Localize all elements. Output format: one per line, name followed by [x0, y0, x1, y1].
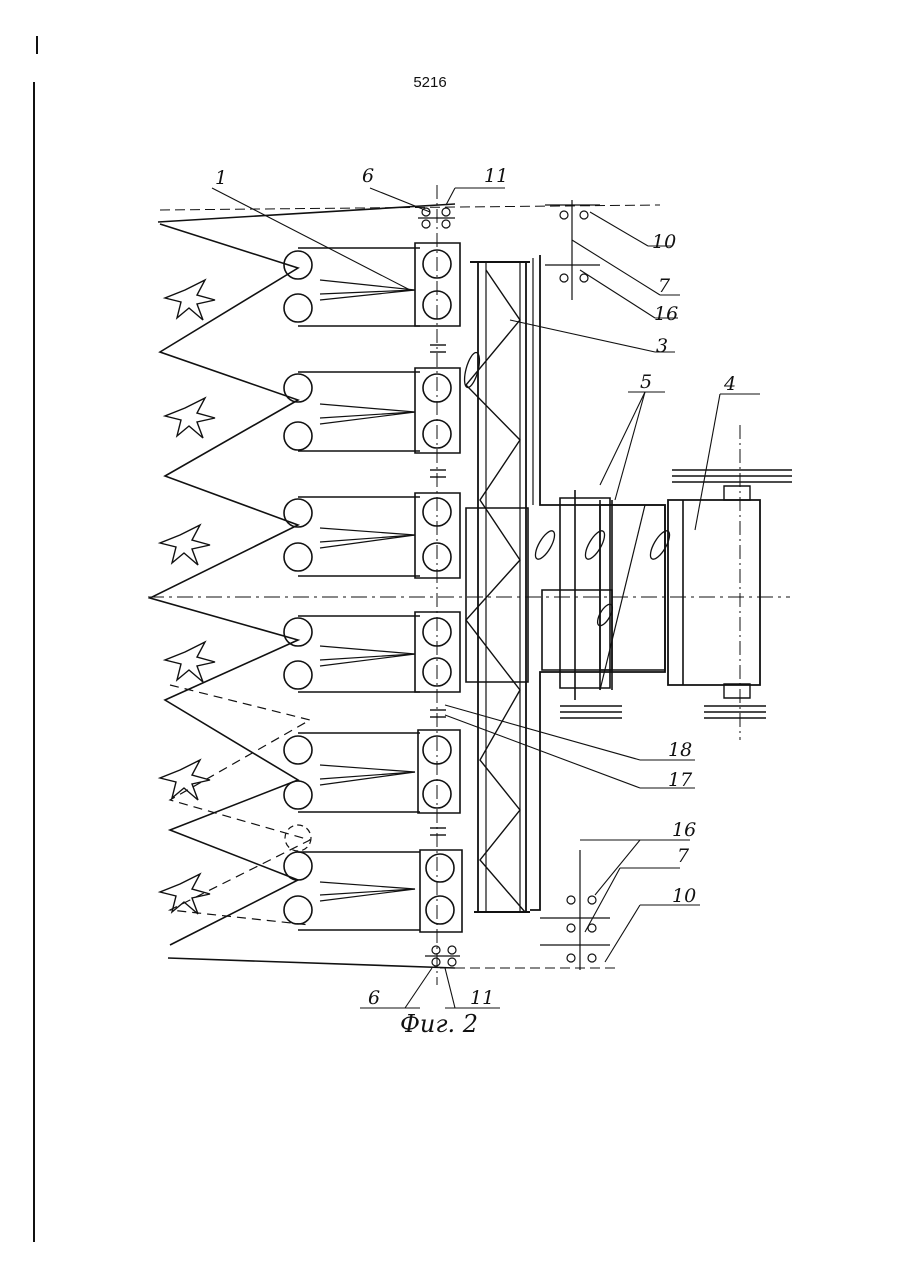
- divider-1: [150, 224, 298, 945]
- bottom-frame-line: [168, 958, 455, 968]
- label-4: 4: [723, 373, 736, 395]
- left-rollers: [284, 251, 312, 924]
- auger-center-housing: [466, 508, 528, 682]
- feeder-frame: [530, 255, 665, 910]
- label-17: 17: [668, 769, 693, 791]
- label-10-top: 10: [652, 231, 676, 253]
- label-18: 18: [668, 739, 692, 761]
- feeder-drum: [542, 590, 612, 670]
- feeder-conveyor: [560, 498, 610, 688]
- label-5: 5: [640, 371, 652, 393]
- figure-caption: Фиг. 2: [400, 1010, 500, 1038]
- stalk-wedges: [320, 280, 415, 901]
- label-1: 1: [215, 167, 227, 189]
- label-10-bottom: 10: [672, 885, 696, 907]
- label-7-bottom: 7: [677, 845, 690, 867]
- label-6-bottom: 6: [368, 987, 380, 1009]
- auger-spiral: [466, 270, 525, 912]
- top-frame-line: [158, 204, 455, 222]
- row-lines: [298, 248, 420, 930]
- tractor-body: [668, 500, 760, 685]
- label-16-bottom: 16: [672, 819, 696, 841]
- label-7-top: 7: [658, 275, 671, 297]
- auger-trough: [478, 262, 526, 912]
- label-16-top: 16: [654, 303, 678, 325]
- label-6-top: 6: [362, 165, 374, 187]
- bottom-sprockets: [425, 946, 460, 966]
- right-top-drive: [545, 200, 600, 300]
- right-bottom-drive: [540, 850, 610, 970]
- label-3: 3: [656, 335, 668, 357]
- wheels: [560, 470, 792, 718]
- label-11-bottom: 11: [470, 987, 494, 1009]
- label-11-top: 11: [484, 165, 508, 187]
